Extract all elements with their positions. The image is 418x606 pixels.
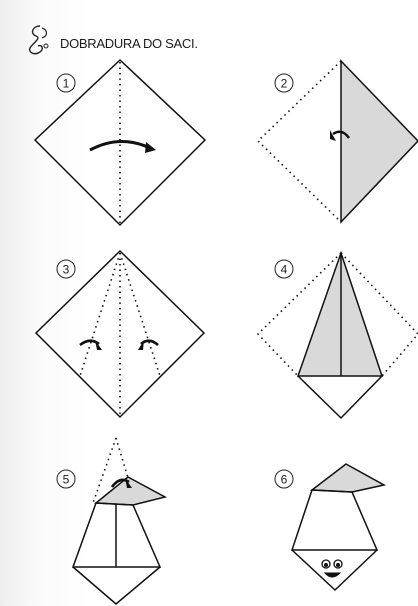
step-6-right-pupil bbox=[336, 563, 340, 567]
step-6-chin bbox=[292, 550, 377, 590]
step-3-number: 3 bbox=[63, 263, 70, 277]
step-5-bottom-point bbox=[73, 567, 160, 604]
step-6-left-pupil bbox=[324, 563, 328, 567]
step-4-bottom-point bbox=[298, 376, 382, 418]
step-6-mouth bbox=[325, 573, 340, 577]
step-6: 6 bbox=[275, 464, 384, 590]
step-4-number: 4 bbox=[281, 263, 288, 277]
step-1: 1 bbox=[35, 60, 205, 225]
step-2-number: 2 bbox=[281, 77, 288, 91]
step-6-hat bbox=[312, 464, 384, 492]
step-2: 2 bbox=[258, 61, 418, 222]
step-1-number: 1 bbox=[63, 77, 70, 91]
step-2-folded-half bbox=[341, 61, 418, 222]
step-5: 5 bbox=[57, 438, 165, 604]
step-4-folded-flap bbox=[298, 253, 382, 376]
step-3-right-arrowhead bbox=[138, 340, 144, 350]
step-1-arrowhead bbox=[145, 142, 156, 153]
step-3: 3 bbox=[36, 251, 204, 417]
step-4: 4 bbox=[258, 253, 418, 418]
step-5-dotted-right bbox=[116, 438, 128, 478]
step-6-head bbox=[292, 490, 377, 550]
step-5-folded-tip bbox=[96, 477, 165, 505]
step-6-number: 6 bbox=[281, 473, 288, 487]
step-5-number: 5 bbox=[63, 473, 70, 487]
step-2-dotted-outline bbox=[258, 61, 341, 222]
